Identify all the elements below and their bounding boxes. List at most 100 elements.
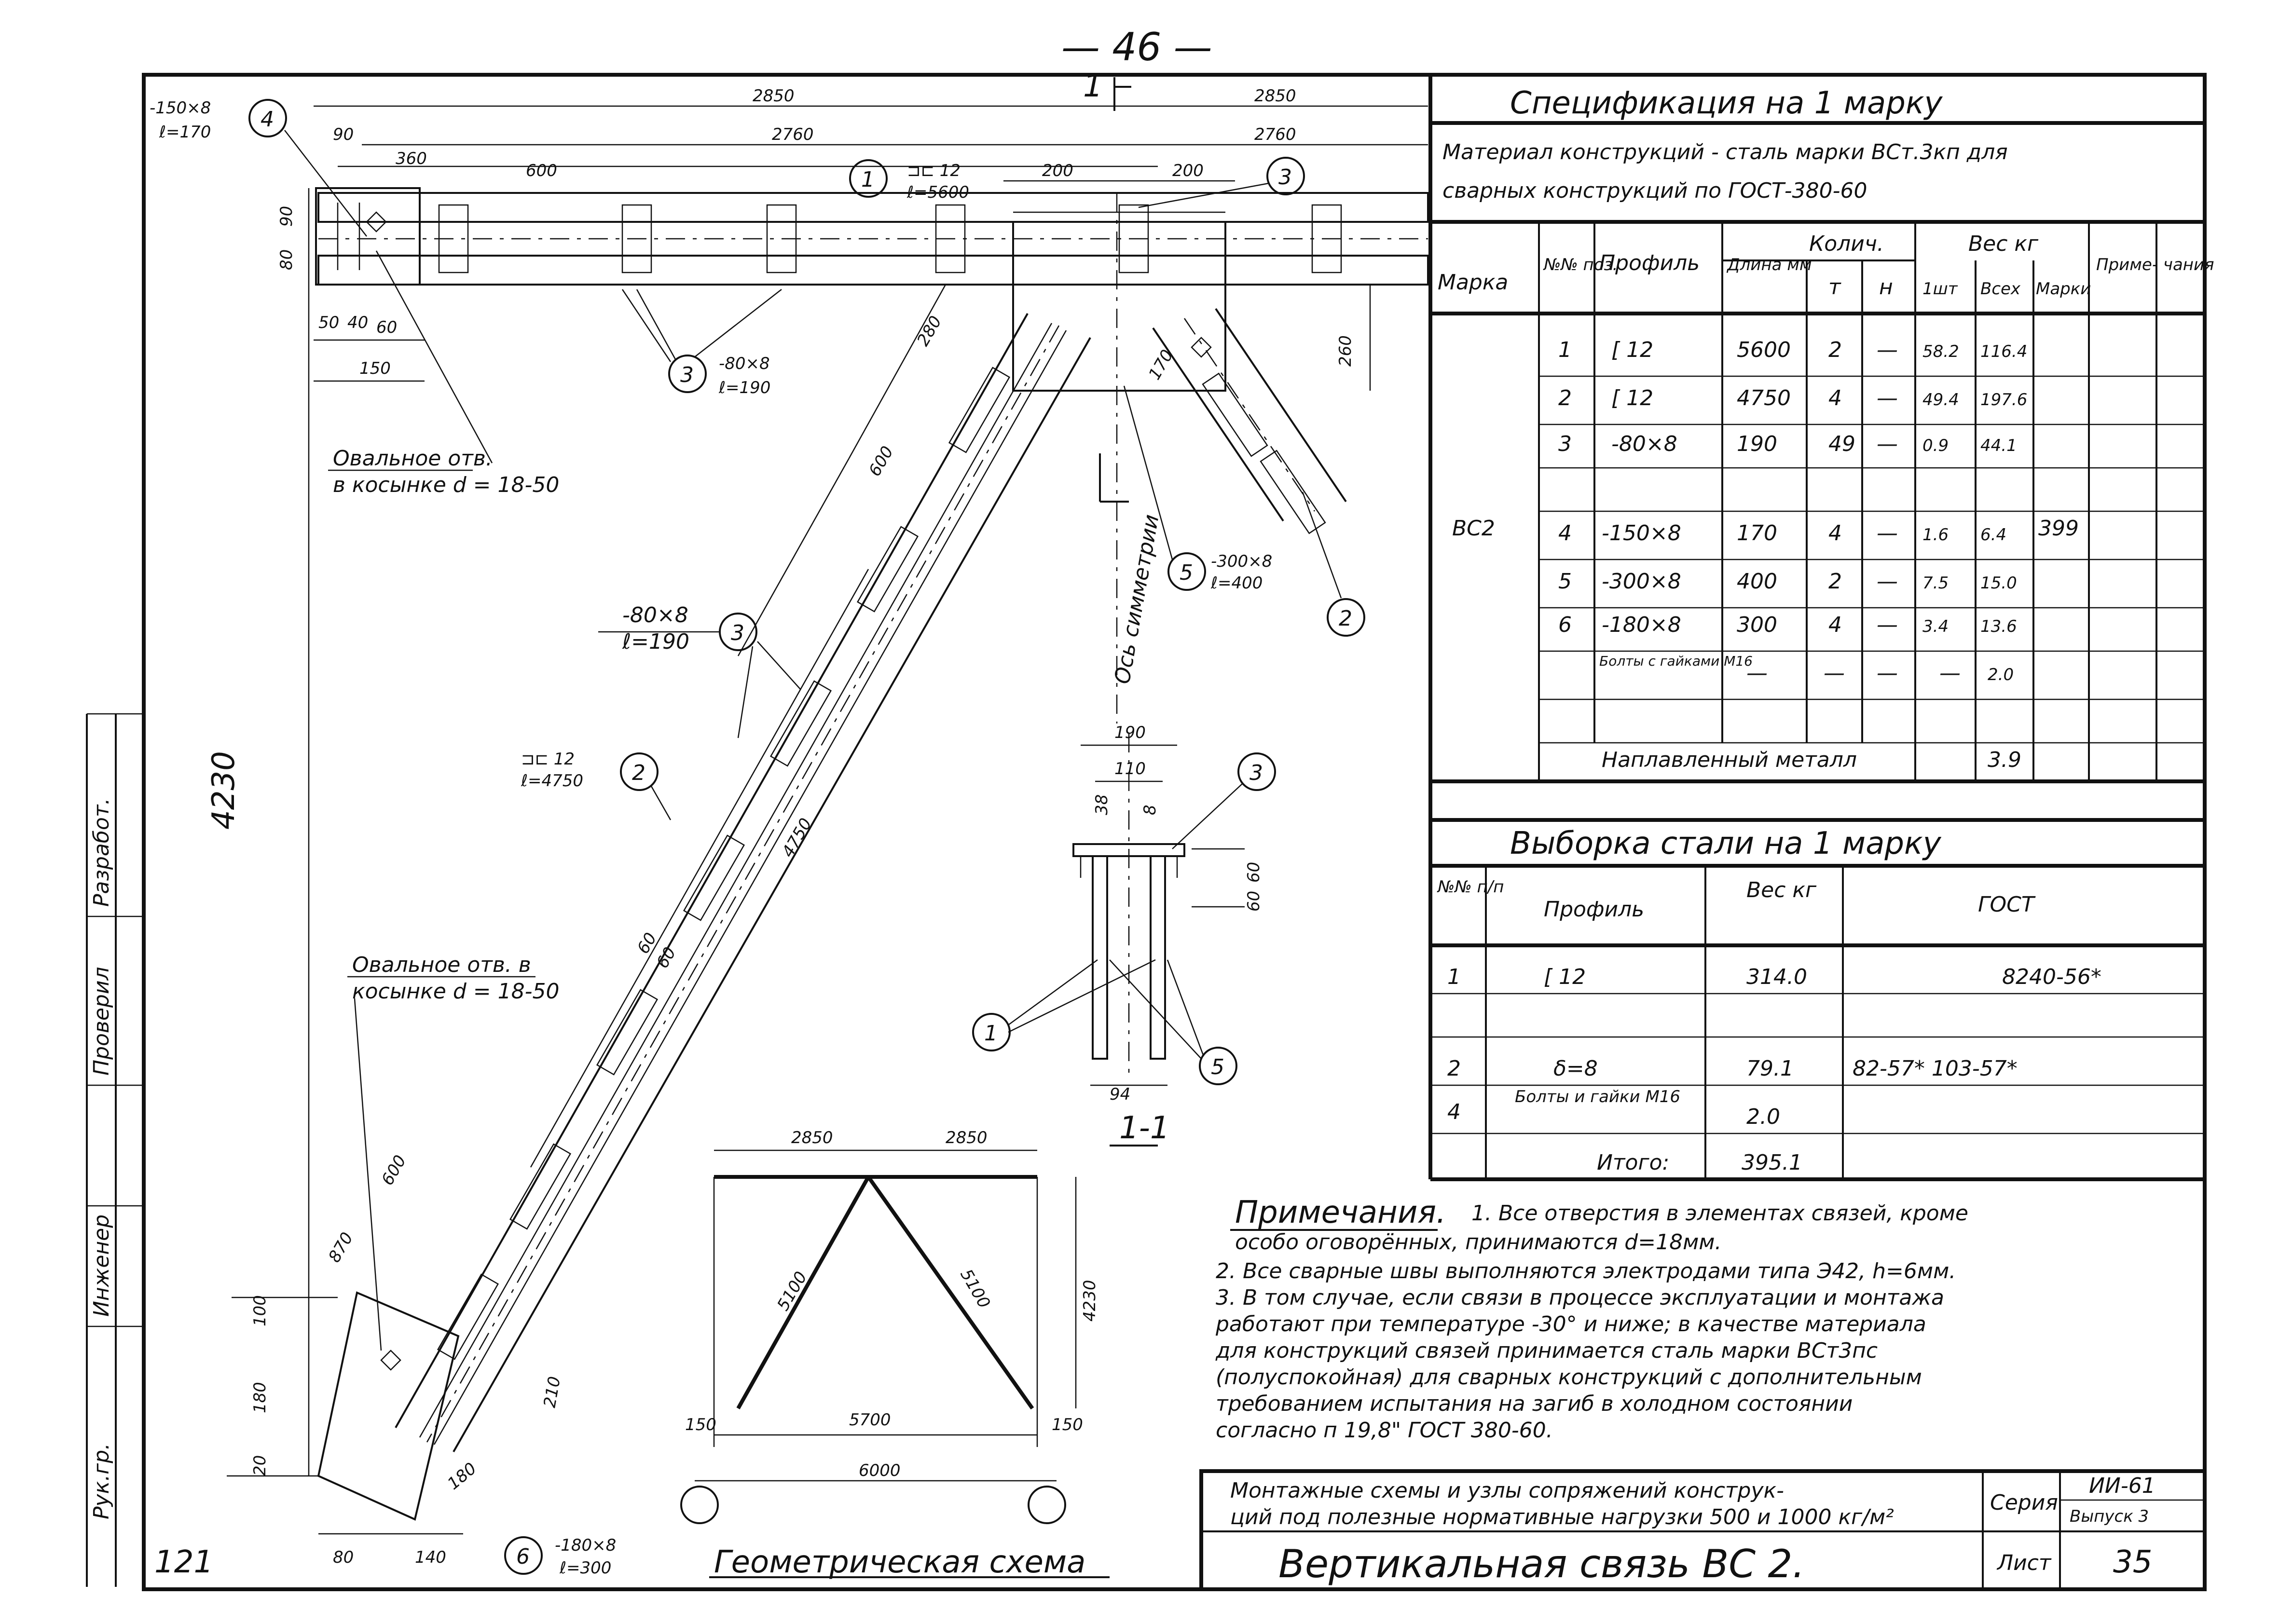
svg-text:116.4: 116.4 bbox=[1980, 342, 2027, 361]
svg-text:4: 4 bbox=[1558, 521, 1572, 546]
svg-text:ГОСТ: ГОСТ bbox=[1978, 892, 2036, 917]
spec-mark-total: 399 bbox=[2038, 516, 2079, 541]
section-title: 1-1 bbox=[1119, 1110, 1170, 1146]
svg-text:ℓ=190: ℓ=190 bbox=[622, 629, 689, 654]
note-line: 1. Все отверстия в элементах связей, кро… bbox=[1471, 1201, 1968, 1226]
svg-text:Длина мм: Длина мм bbox=[1726, 255, 1812, 274]
notes: Примечания. 1. Все отверстия в элементах… bbox=[1215, 1195, 1968, 1443]
svg-text:2: 2 bbox=[1558, 386, 1572, 410]
svg-text:280: 280 bbox=[913, 313, 946, 349]
svg-text:5: 5 bbox=[1211, 1055, 1224, 1079]
section-1-1: 190 110 38 8 60 60 94 1-1 3 1 5 bbox=[972, 723, 1276, 1146]
svg-text:90: 90 bbox=[333, 125, 354, 144]
sheet-number: 35 bbox=[2113, 1544, 2152, 1580]
svg-text:косынке d = 18-50: косынке d = 18-50 bbox=[352, 979, 559, 1004]
svg-text:4230: 4230 bbox=[1080, 1280, 1099, 1322]
position-callouts: 4 -150×8 ℓ=170 1 ⊐⊏ 12 ℓ=5600 3 3 -80×8 … bbox=[150, 98, 1365, 1578]
svg-text:58.2: 58.2 bbox=[1922, 342, 1959, 361]
svg-text:Марка: Марка bbox=[1438, 270, 1508, 295]
svg-text:1: 1 bbox=[861, 167, 875, 192]
svg-text:-80×8: -80×8 bbox=[719, 354, 770, 373]
notes-title: Примечания. bbox=[1235, 1195, 1446, 1230]
svg-text:150: 150 bbox=[685, 1415, 716, 1434]
svg-text:50: 50 bbox=[318, 313, 339, 332]
svg-text:1.6: 1.6 bbox=[1922, 525, 1949, 545]
svg-text:1шт: 1шт bbox=[1922, 279, 1958, 299]
spec-row: 1 [ 12 5600 2 — 58.2 116.4 bbox=[1558, 338, 2027, 362]
svg-text:2850: 2850 bbox=[946, 1128, 988, 1147]
note-line: работают при температуре -30° и ниже; в … bbox=[1215, 1312, 1926, 1337]
svg-text:4: 4 bbox=[1447, 1100, 1461, 1124]
svg-text:—: — bbox=[1746, 661, 1768, 685]
weld-label: Наплавленный металл bbox=[1602, 748, 1857, 772]
svg-text:200: 200 bbox=[1042, 161, 1073, 180]
svg-text:260: 260 bbox=[1336, 335, 1355, 367]
svg-text:4230: 4230 bbox=[206, 751, 242, 830]
svg-text:2850: 2850 bbox=[791, 1128, 833, 1147]
svg-text:н: н bbox=[1879, 275, 1893, 300]
svg-text:5100: 5100 bbox=[956, 1266, 994, 1312]
svg-text:600: 600 bbox=[865, 443, 897, 479]
page-number: — 46 — bbox=[1061, 25, 1212, 69]
svg-text:ℓ=400: ℓ=400 bbox=[1210, 573, 1263, 593]
svg-text:400: 400 bbox=[1737, 569, 1777, 594]
svg-text:110: 110 bbox=[1114, 759, 1146, 778]
note-line: 2. Все сварные швы выполняются электрода… bbox=[1216, 1259, 1956, 1283]
svg-text:-80×8: -80×8 bbox=[1611, 432, 1677, 456]
svg-text:Профиль: Профиль bbox=[1599, 251, 1700, 275]
stamp-item: Рук.гр. bbox=[89, 1443, 114, 1519]
svg-text:40: 40 bbox=[347, 313, 368, 332]
svg-text:8240-56*: 8240-56* bbox=[2002, 965, 2101, 989]
svg-text:ℓ=190: ℓ=190 bbox=[718, 378, 770, 397]
svg-text:2760: 2760 bbox=[1254, 125, 1296, 144]
svg-text:Овальное отв.: Овальное отв. bbox=[333, 446, 493, 471]
spec-row: Болты с гайками М16 — — — — 2.0 bbox=[1599, 653, 2014, 685]
svg-text:200: 200 bbox=[1172, 161, 1204, 180]
svg-text:2: 2 bbox=[1828, 569, 1842, 594]
svg-text:60: 60 bbox=[1244, 891, 1263, 912]
svg-text:2: 2 bbox=[632, 761, 645, 785]
svg-text:ИИ-61: ИИ-61 bbox=[2089, 1474, 2155, 1498]
svg-text:140: 140 bbox=[415, 1548, 446, 1567]
svg-text:210: 210 bbox=[540, 1375, 564, 1409]
svg-text:300: 300 bbox=[1737, 613, 1777, 637]
selection-row: 2 δ=8 79.1 82-57* 103-57* bbox=[1447, 1056, 2018, 1081]
svg-text:4750: 4750 bbox=[1737, 386, 1791, 410]
svg-text:ℓ=4750: ℓ=4750 bbox=[521, 771, 583, 791]
svg-text:—: — bbox=[1877, 432, 1898, 456]
diagonal-brace-right bbox=[1152, 308, 1347, 534]
svg-text:2850: 2850 bbox=[753, 86, 795, 106]
note-line: согласно п 19,8" ГОСТ 380-60. bbox=[1216, 1418, 1553, 1443]
svg-text:600: 600 bbox=[526, 161, 557, 180]
selection-title: Выборка стали на 1 марку bbox=[1510, 826, 1942, 861]
svg-text:150: 150 bbox=[359, 359, 391, 378]
svg-text:—: — bbox=[1939, 661, 1961, 685]
geometric-scheme: 2850 2850 5100 5100 4230 150 5700 150 60… bbox=[680, 1128, 1110, 1580]
svg-text:Овальное отв. в: Овальное отв. в bbox=[352, 953, 531, 977]
svg-text:49: 49 bbox=[1828, 432, 1855, 456]
svg-text:3: 3 bbox=[680, 363, 694, 387]
svg-text:2: 2 bbox=[1828, 338, 1842, 362]
svg-text:3.4: 3.4 bbox=[1922, 617, 1949, 636]
svg-text:5: 5 bbox=[1180, 560, 1193, 585]
svg-text:Серия: Серия bbox=[1990, 1490, 2058, 1515]
svg-text:4: 4 bbox=[1828, 386, 1842, 410]
svg-text:60: 60 bbox=[376, 318, 397, 337]
svg-text:—: — bbox=[1877, 569, 1898, 594]
svg-text:⊐⊏ 12: ⊐⊏ 12 bbox=[521, 750, 575, 769]
svg-text:6.4: 6.4 bbox=[1980, 525, 2006, 545]
svg-text:2: 2 bbox=[1447, 1056, 1461, 1081]
svg-text:3: 3 bbox=[1558, 432, 1572, 456]
svg-text:2.0: 2.0 bbox=[1746, 1105, 1780, 1129]
svg-text:№№ поз.: №№ поз. bbox=[1543, 255, 1618, 274]
svg-text:Марки: Марки bbox=[2036, 279, 2091, 299]
svg-text:-180×8: -180×8 bbox=[555, 1536, 616, 1555]
svg-text:-300×8: -300×8 bbox=[1602, 569, 1681, 594]
note-line: для конструкций связей принимается сталь… bbox=[1215, 1338, 1878, 1363]
svg-text:4: 4 bbox=[1828, 613, 1842, 637]
svg-text:т: т bbox=[1828, 275, 1841, 300]
svg-text:60: 60 bbox=[1244, 862, 1263, 883]
svg-text:170: 170 bbox=[1737, 521, 1777, 546]
svg-text:13.6: 13.6 bbox=[1980, 617, 2017, 636]
